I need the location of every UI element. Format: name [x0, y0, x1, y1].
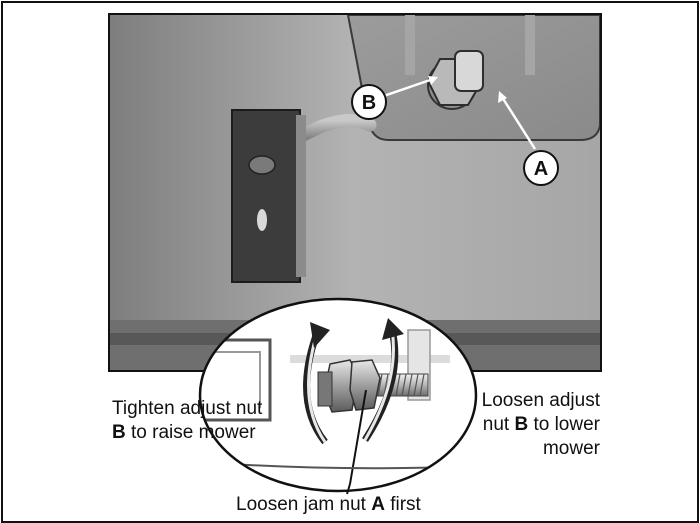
- mower-deck-photo: B A: [108, 13, 602, 372]
- callout-a: A: [523, 150, 559, 186]
- caption-loosen-line1: Loosen adjust: [481, 390, 600, 411]
- callout-a-leader: [500, 96, 537, 150]
- caption-tighten-line2: B to raise mower: [112, 421, 262, 445]
- caption-loosen-rest: to lower: [528, 414, 600, 435]
- caption-jam-prefix: Loosen jam nut: [236, 494, 372, 515]
- caption-jam-nut: Loosen jam nut A first: [236, 493, 421, 517]
- callout-b: B: [351, 84, 387, 120]
- caption-loosen-prefix: nut: [482, 414, 515, 435]
- caption-jam-letter: A: [371, 494, 385, 515]
- inset-border: [198, 297, 478, 493]
- callout-b-label: B: [362, 92, 376, 114]
- caption-loosen-letter: B: [514, 414, 529, 435]
- caption-jam-rest: first: [384, 494, 421, 515]
- callout-a-label: A: [534, 158, 548, 180]
- caption-tighten-line1: Tighten adjust nut: [112, 398, 263, 419]
- caption-tighten: Tighten adjust nut B to raise mower: [112, 397, 262, 445]
- caption-tighten-rest: to raise mower: [125, 422, 256, 443]
- caption-loosen-line2: nut B to lower: [448, 413, 600, 437]
- jam-nut-leader: [346, 483, 351, 495]
- caption-tighten-letter: B: [112, 422, 126, 443]
- caption-loosen-line3: mower: [542, 438, 600, 459]
- caption-loosen: Loosen adjust nut B to lower mower: [448, 389, 600, 461]
